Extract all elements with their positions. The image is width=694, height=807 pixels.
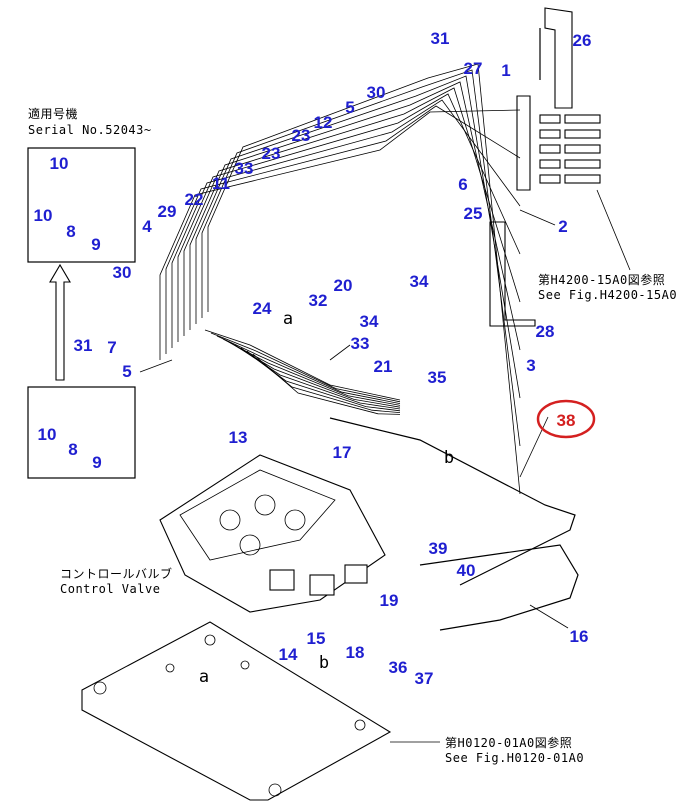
pipe: [216, 335, 401, 404]
control-valve-body: [159, 454, 386, 613]
callout-13: 13: [229, 428, 248, 447]
callout-38-highlighted: 38: [557, 411, 576, 430]
connection-letter-a: a: [283, 309, 293, 329]
callout-27: 27: [464, 59, 483, 78]
callout-16: 16: [570, 627, 589, 646]
callout-24: 24: [253, 299, 272, 318]
callout-11: 11: [212, 174, 230, 193]
ref-lower-en: See Fig.H0120-01A0: [445, 751, 584, 765]
callout-18: 18: [346, 643, 365, 662]
pipe: [246, 350, 401, 413]
callout-8: 8: [66, 222, 75, 241]
fittings-right: [539, 114, 601, 184]
bracket-26: [539, 7, 573, 109]
pipe: [207, 63, 521, 495]
highlight-circle-38: [536, 399, 596, 439]
callout-34: 34: [360, 312, 379, 331]
callout-23: 23: [292, 126, 311, 145]
hose-16: [419, 544, 579, 631]
callout-2: 2: [558, 217, 567, 236]
callout-29: 29: [158, 202, 177, 221]
serial-note-jp: 適用号機: [28, 106, 78, 121]
callout-9: 9: [92, 453, 101, 472]
arrow-up: [49, 263, 71, 381]
callout-39: 39: [429, 539, 448, 558]
callout-23: 23: [262, 144, 281, 163]
callout-33: 33: [235, 159, 254, 178]
callout-5: 5: [345, 98, 354, 117]
pipe: [189, 81, 521, 351]
inset-box-lower: [27, 386, 136, 479]
callout-3: 3: [526, 356, 535, 375]
callout-17: 17: [333, 443, 352, 462]
pipe: [195, 75, 521, 399]
callout-14: 14: [279, 645, 298, 664]
callout-28: 28: [536, 322, 555, 341]
callout-21: 21: [374, 357, 393, 376]
callout-34: 34: [410, 272, 429, 291]
callout-15: 15: [307, 629, 326, 648]
callout-40: 40: [457, 561, 476, 580]
callout-36: 36: [389, 658, 408, 677]
callout-1: 1: [501, 61, 510, 80]
pipe: [252, 353, 401, 415]
ref-upper-jp: 第H4200-15A0図参照: [538, 272, 665, 287]
callout-37: 37: [415, 669, 434, 688]
ref-lower-jp: 第H0120-01A0図参照: [445, 735, 572, 750]
callout-31: 31: [74, 336, 93, 355]
pipe: [159, 109, 521, 360]
callout-10: 10: [38, 425, 57, 444]
pipe-bundle: [159, 63, 521, 495]
callout-35: 35: [428, 368, 447, 387]
callout-30: 30: [367, 83, 386, 102]
callout-19: 19: [380, 591, 399, 610]
pipe: [204, 329, 401, 401]
callout-22: 22: [185, 190, 204, 209]
callout-32: 32: [309, 291, 328, 310]
pipe: [201, 69, 521, 447]
pipe: [177, 93, 521, 342]
ref-upper-en: See Fig.H4200-15A0: [538, 288, 677, 302]
callout-9: 9: [91, 235, 100, 254]
pipe: [165, 105, 521, 354]
serial-note-en: Serial No.52043~: [28, 123, 152, 137]
inset-box-upper: [27, 147, 136, 263]
control-valve-jp: コントロールバルブ: [60, 566, 173, 581]
connection-letters: a b a b: [199, 309, 454, 687]
hose-38: [329, 417, 576, 586]
pipe: [234, 344, 401, 410]
callout-4: 4: [142, 217, 152, 236]
pipe: [210, 332, 401, 403]
callout-20: 20: [334, 276, 353, 295]
connection-letter-b: b: [444, 448, 454, 468]
leader-lines: [139, 189, 631, 743]
callout-10: 10: [50, 154, 69, 173]
callout-30: 30: [113, 263, 132, 282]
callout-33: 33: [351, 334, 370, 353]
pipe: [183, 87, 521, 336]
callout-10: 10: [34, 206, 53, 225]
block-27: [516, 95, 531, 191]
pipe: [171, 99, 521, 348]
control-valve-en: Control Valve: [60, 582, 160, 596]
callout-31: 31: [431, 29, 450, 48]
callout-26: 26: [573, 31, 592, 50]
callout-25: 25: [464, 204, 483, 223]
mounting-plate: [81, 621, 392, 801]
callout-12: 12: [314, 113, 333, 132]
callout-5: 5: [122, 362, 131, 381]
connection-letter-a: a: [199, 667, 209, 687]
callout-6: 6: [458, 175, 467, 194]
callout-8: 8: [68, 440, 77, 459]
callout-7: 7: [107, 338, 116, 357]
connection-letter-b: b: [319, 653, 329, 673]
